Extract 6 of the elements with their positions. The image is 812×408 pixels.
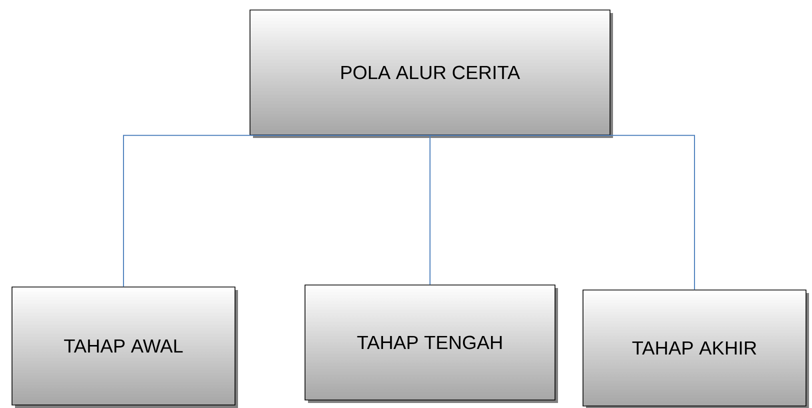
- process-box: POLA ALUR CERITA: [250, 10, 613, 138]
- process-box: TAHAP AKHIR: [582, 290, 809, 408]
- process-box: TAHAP TENGAH: [304, 284, 558, 403]
- process-box: TAHAP AWAL: [12, 286, 238, 408]
- connector: [430, 134, 695, 290]
- connector: [123, 134, 430, 288]
